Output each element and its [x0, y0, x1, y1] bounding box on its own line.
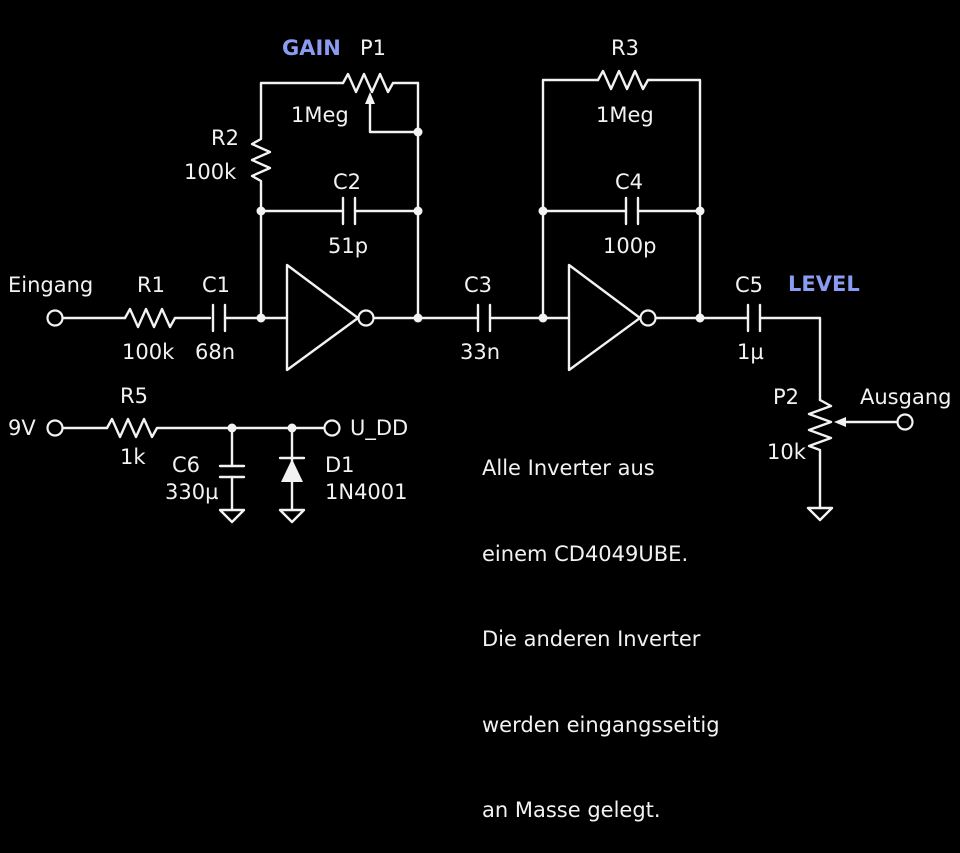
output-label: Ausgang — [860, 385, 952, 409]
c4-value: 100p — [603, 234, 657, 258]
capacitor-c4[interactable] — [624, 196, 640, 226]
r5-ref: R5 — [120, 384, 148, 408]
junction-node — [538, 206, 548, 216]
c6-value: 330µ — [165, 480, 219, 504]
note-text: Alle Inverter aus einem CD4049UBE. Die a… — [482, 397, 720, 853]
junction-node — [413, 206, 423, 216]
p1-value: 1Meg — [291, 103, 349, 127]
c2-value: 51p — [328, 234, 369, 258]
r2-value: 100k — [184, 160, 237, 184]
c2-ref: C2 — [333, 170, 362, 194]
resistor-r2[interactable] — [250, 81, 345, 187]
r1-ref: R1 — [137, 273, 165, 297]
schematic — [46, 69, 914, 524]
c5-ref: C5 — [735, 273, 764, 297]
gain-label: GAIN — [282, 36, 341, 60]
c5-value: 1µ — [737, 340, 764, 364]
c3-value: 33n — [460, 340, 501, 364]
junction-node — [695, 206, 705, 216]
output-terminal[interactable] — [896, 413, 914, 431]
r5-value: 1k — [120, 445, 146, 469]
inverter-1[interactable] — [285, 263, 375, 372]
supply-label: 9V — [8, 416, 36, 440]
feedback-loop-2 — [541, 78, 702, 320]
udd-label: U_DD — [350, 416, 409, 440]
c3-ref: C3 — [464, 273, 493, 297]
resistor-r1[interactable] — [123, 307, 212, 329]
note-line: an Masse gelegt. — [482, 798, 661, 822]
udd-terminal[interactable] — [323, 419, 341, 437]
c4-ref: C4 — [615, 170, 644, 194]
p2-value: 10k — [767, 440, 806, 464]
c1-value: 68n — [195, 340, 236, 364]
capacitor-c3[interactable] — [476, 303, 571, 333]
r3-ref: R3 — [611, 36, 639, 60]
p2-ref: P2 — [773, 385, 800, 409]
resistor-r5[interactable] — [105, 417, 326, 439]
level-label: LEVEL — [788, 272, 860, 296]
capacitor-c5[interactable] — [746, 303, 822, 402]
r3-value: 1Meg — [596, 103, 654, 127]
inverter-2[interactable] — [567, 263, 657, 372]
diode-d1[interactable] — [278, 426, 306, 524]
c6-ref: C6 — [172, 453, 201, 477]
note-line: Alle Inverter aus — [482, 456, 655, 480]
p1-ref: P1 — [360, 36, 387, 60]
junction-node — [413, 127, 423, 137]
capacitor-c1[interactable] — [211, 303, 289, 333]
capacitor-c6[interactable] — [218, 426, 246, 524]
note-line: Die anderen Inverter — [482, 627, 701, 651]
c1-ref: C1 — [202, 273, 231, 297]
input-terminal[interactable] — [46, 309, 64, 327]
capacitor-c2[interactable] — [341, 196, 357, 226]
potentiometer-p1[interactable] — [341, 72, 420, 134]
r1-value: 100k — [122, 340, 175, 364]
note-line: einem CD4049UBE. — [482, 541, 689, 566]
potentiometer-p2[interactable] — [807, 398, 900, 510]
input-label: Eingang — [8, 273, 94, 297]
note-line: werden eingangsseitig — [482, 712, 720, 737]
supply-terminal[interactable] — [46, 419, 64, 437]
d1-ref: D1 — [325, 453, 355, 477]
d1-value: 1N4001 — [325, 480, 408, 504]
junction-node — [256, 206, 266, 216]
resistor-r3[interactable] — [596, 69, 652, 91]
r2-ref: R2 — [211, 126, 239, 150]
ground-symbol — [806, 506, 834, 522]
